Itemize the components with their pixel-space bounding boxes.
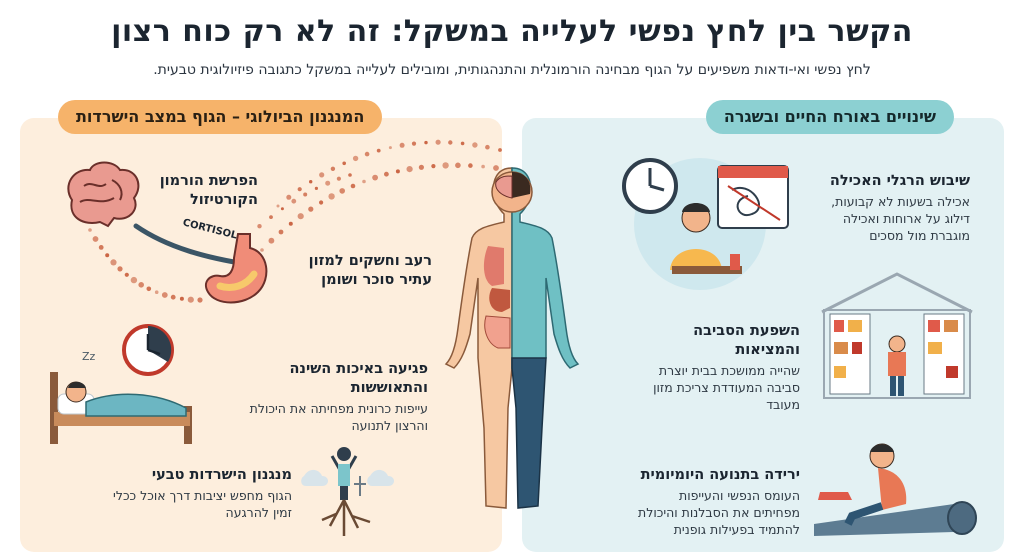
environment-title: השפעת הסביבה והמציאות	[693, 323, 800, 358]
environment-block: השפעת הסביבה והמציאות שהייה ממושכת בבית …	[630, 322, 800, 413]
page-title: הקשר בין לחץ נפשי לעלייה במשקל: זה לא רק…	[111, 14, 913, 49]
environment-text: שהייה ממושכת בבית יוצרת סביבה המעודדת צר…	[653, 363, 800, 412]
eating-disruption-illustration	[622, 158, 789, 290]
brain-icon	[67, 161, 140, 228]
daily-movement-text: העומס הנפשי והעייפות מפחיתים את הסבלנות …	[638, 488, 800, 537]
survival-mechanism-title: מנגנון הישרדות טבעי	[151, 467, 292, 483]
lifestyle-changes-heading: שינויים באורח החיים ובשגרה	[705, 100, 954, 134]
survival-mechanism-block: מנגנון הישרדות טבעי הגוף מחפש יציבות דרך…	[102, 466, 292, 521]
human-body-figure	[444, 167, 580, 509]
daily-movement-title: ירידה בתנועה היומיומית	[640, 467, 800, 483]
cortisol-secretion-block: הפרשת הורמון הקורטיזול	[150, 172, 258, 210]
pantry-illustration	[821, 272, 973, 399]
stomach-icon	[204, 233, 268, 304]
daily-movement-block: ירידה בתנועה היומיומית העומס הנפשי והעיי…	[630, 466, 800, 538]
eating-habits-title: שיבוש הרגלי האכילה	[829, 173, 970, 189]
page-subtitle: לחץ נפשי ואי-ודאות משפיעים על הגוף מבחינ…	[153, 62, 871, 78]
hunger-cravings-block: רעב וחשקים למזון עתיר סוכר ושומן	[282, 252, 432, 290]
sleeping-person-icon: Zz	[50, 350, 192, 444]
rooted-person-icon	[301, 447, 394, 536]
svg-text:Zz: Zz	[82, 350, 96, 363]
biological-mechanism-heading: המנגנון הביולוגי – הגוף במצב הישרדות	[58, 100, 383, 134]
exercise-mat-illustration	[814, 443, 977, 536]
survival-mechanism-text: הגוף מחפש יציבות דרך אוכל ככלי זמין להרג…	[113, 488, 292, 520]
sleep-quality-block: פגיעה באיכות השינה והתאוששות עייפות כרונ…	[228, 360, 428, 434]
clock-icon	[122, 324, 174, 376]
eating-habits-block: שיבוש הרגלי האכילה אכילה בשעות לא קבועות…	[810, 172, 970, 244]
sleep-quality-text: עייפות כרונית מפחיתה את היכולת והרצון לת…	[249, 401, 428, 433]
hunger-cravings-title: רעב וחשקים למזון עתיר סוכר ושומן	[308, 253, 432, 288]
cortisol-secretion-title: הפרשת הורמון הקורטיזול	[159, 173, 258, 208]
sleep-quality-title: פגיעה באיכות השינה והתאוששות	[289, 361, 428, 396]
eating-habits-text: אכילה בשעות לא קבועות, דילוג על ארוחות ו…	[831, 194, 970, 243]
